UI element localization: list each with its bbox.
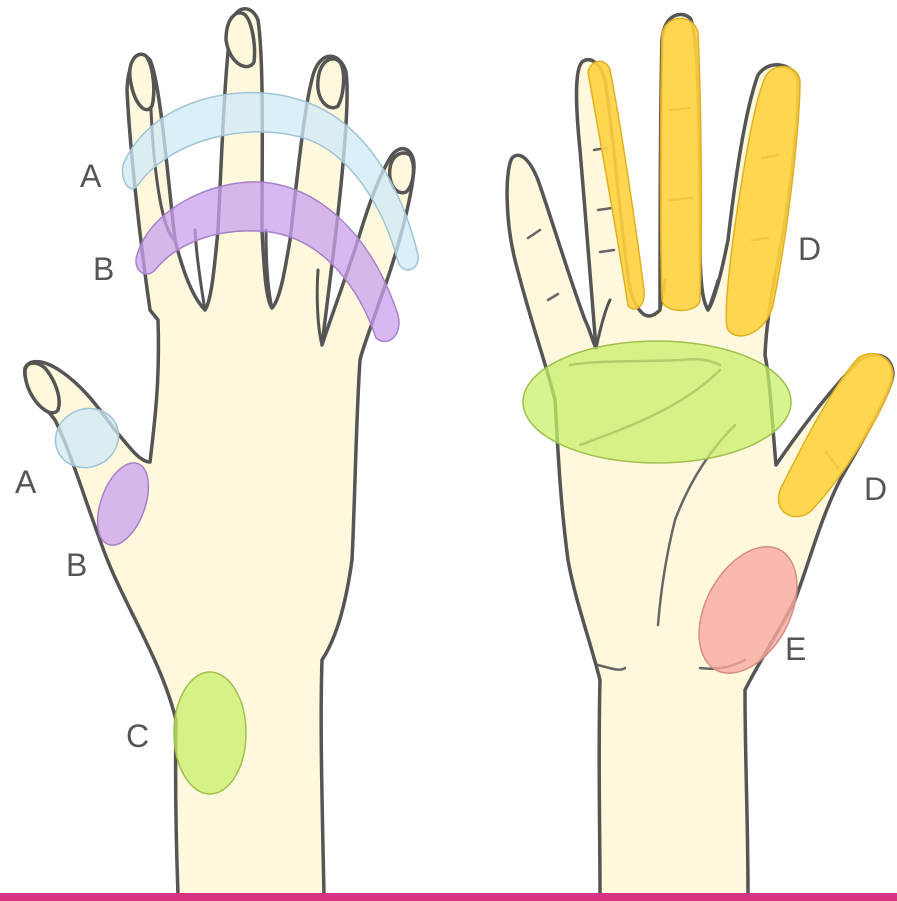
zone-c-wrist <box>174 672 246 794</box>
nail-ring <box>318 59 344 108</box>
label-d-fingers: D <box>798 231 821 267</box>
label-a-back: A <box>80 158 102 194</box>
label-d-thumb: D <box>864 471 887 507</box>
zone-d-middle <box>661 18 702 310</box>
label-a-thumb: A <box>15 464 37 500</box>
bottom-accent-bar <box>0 893 897 901</box>
zone-palm-upper <box>523 341 791 463</box>
label-c-wrist: C <box>126 718 149 754</box>
label-b-thumb: B <box>66 547 87 583</box>
label-e-thenar: E <box>785 631 806 667</box>
label-b-back: B <box>93 251 114 287</box>
